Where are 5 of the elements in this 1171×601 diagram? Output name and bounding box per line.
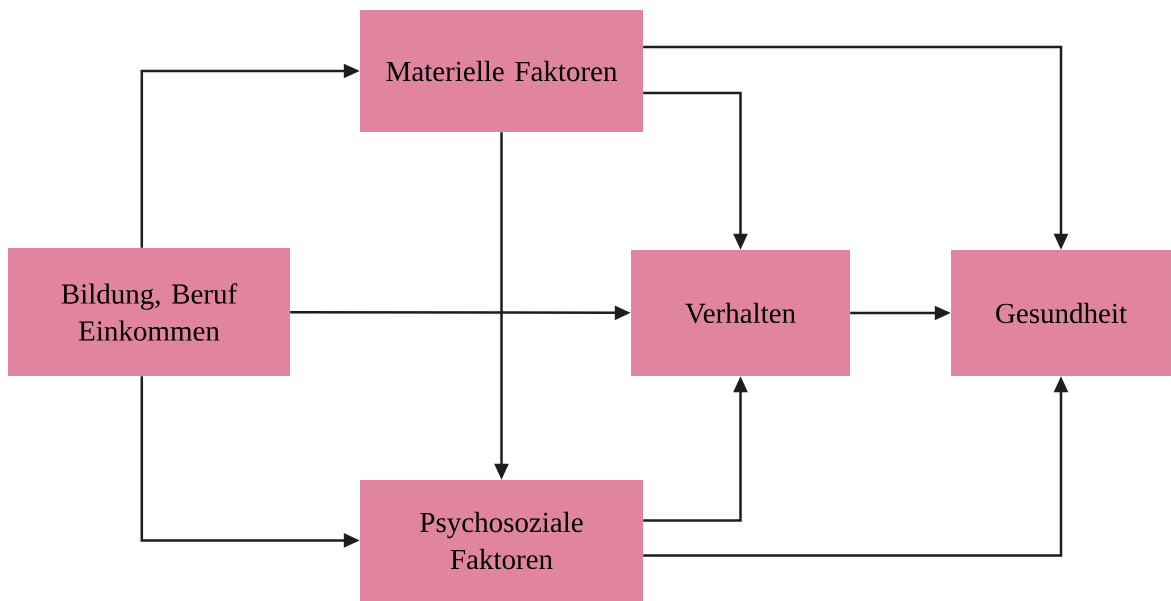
factor-box: Verhalten (631, 250, 850, 376)
factor-box: Psychosoziale Faktoren (360, 480, 643, 601)
factor-box: Gesundheit (951, 250, 1171, 376)
factor-box: Bildung, Beruf Einkommen (8, 248, 290, 376)
factor-box: Materielle Faktoren (360, 10, 643, 132)
